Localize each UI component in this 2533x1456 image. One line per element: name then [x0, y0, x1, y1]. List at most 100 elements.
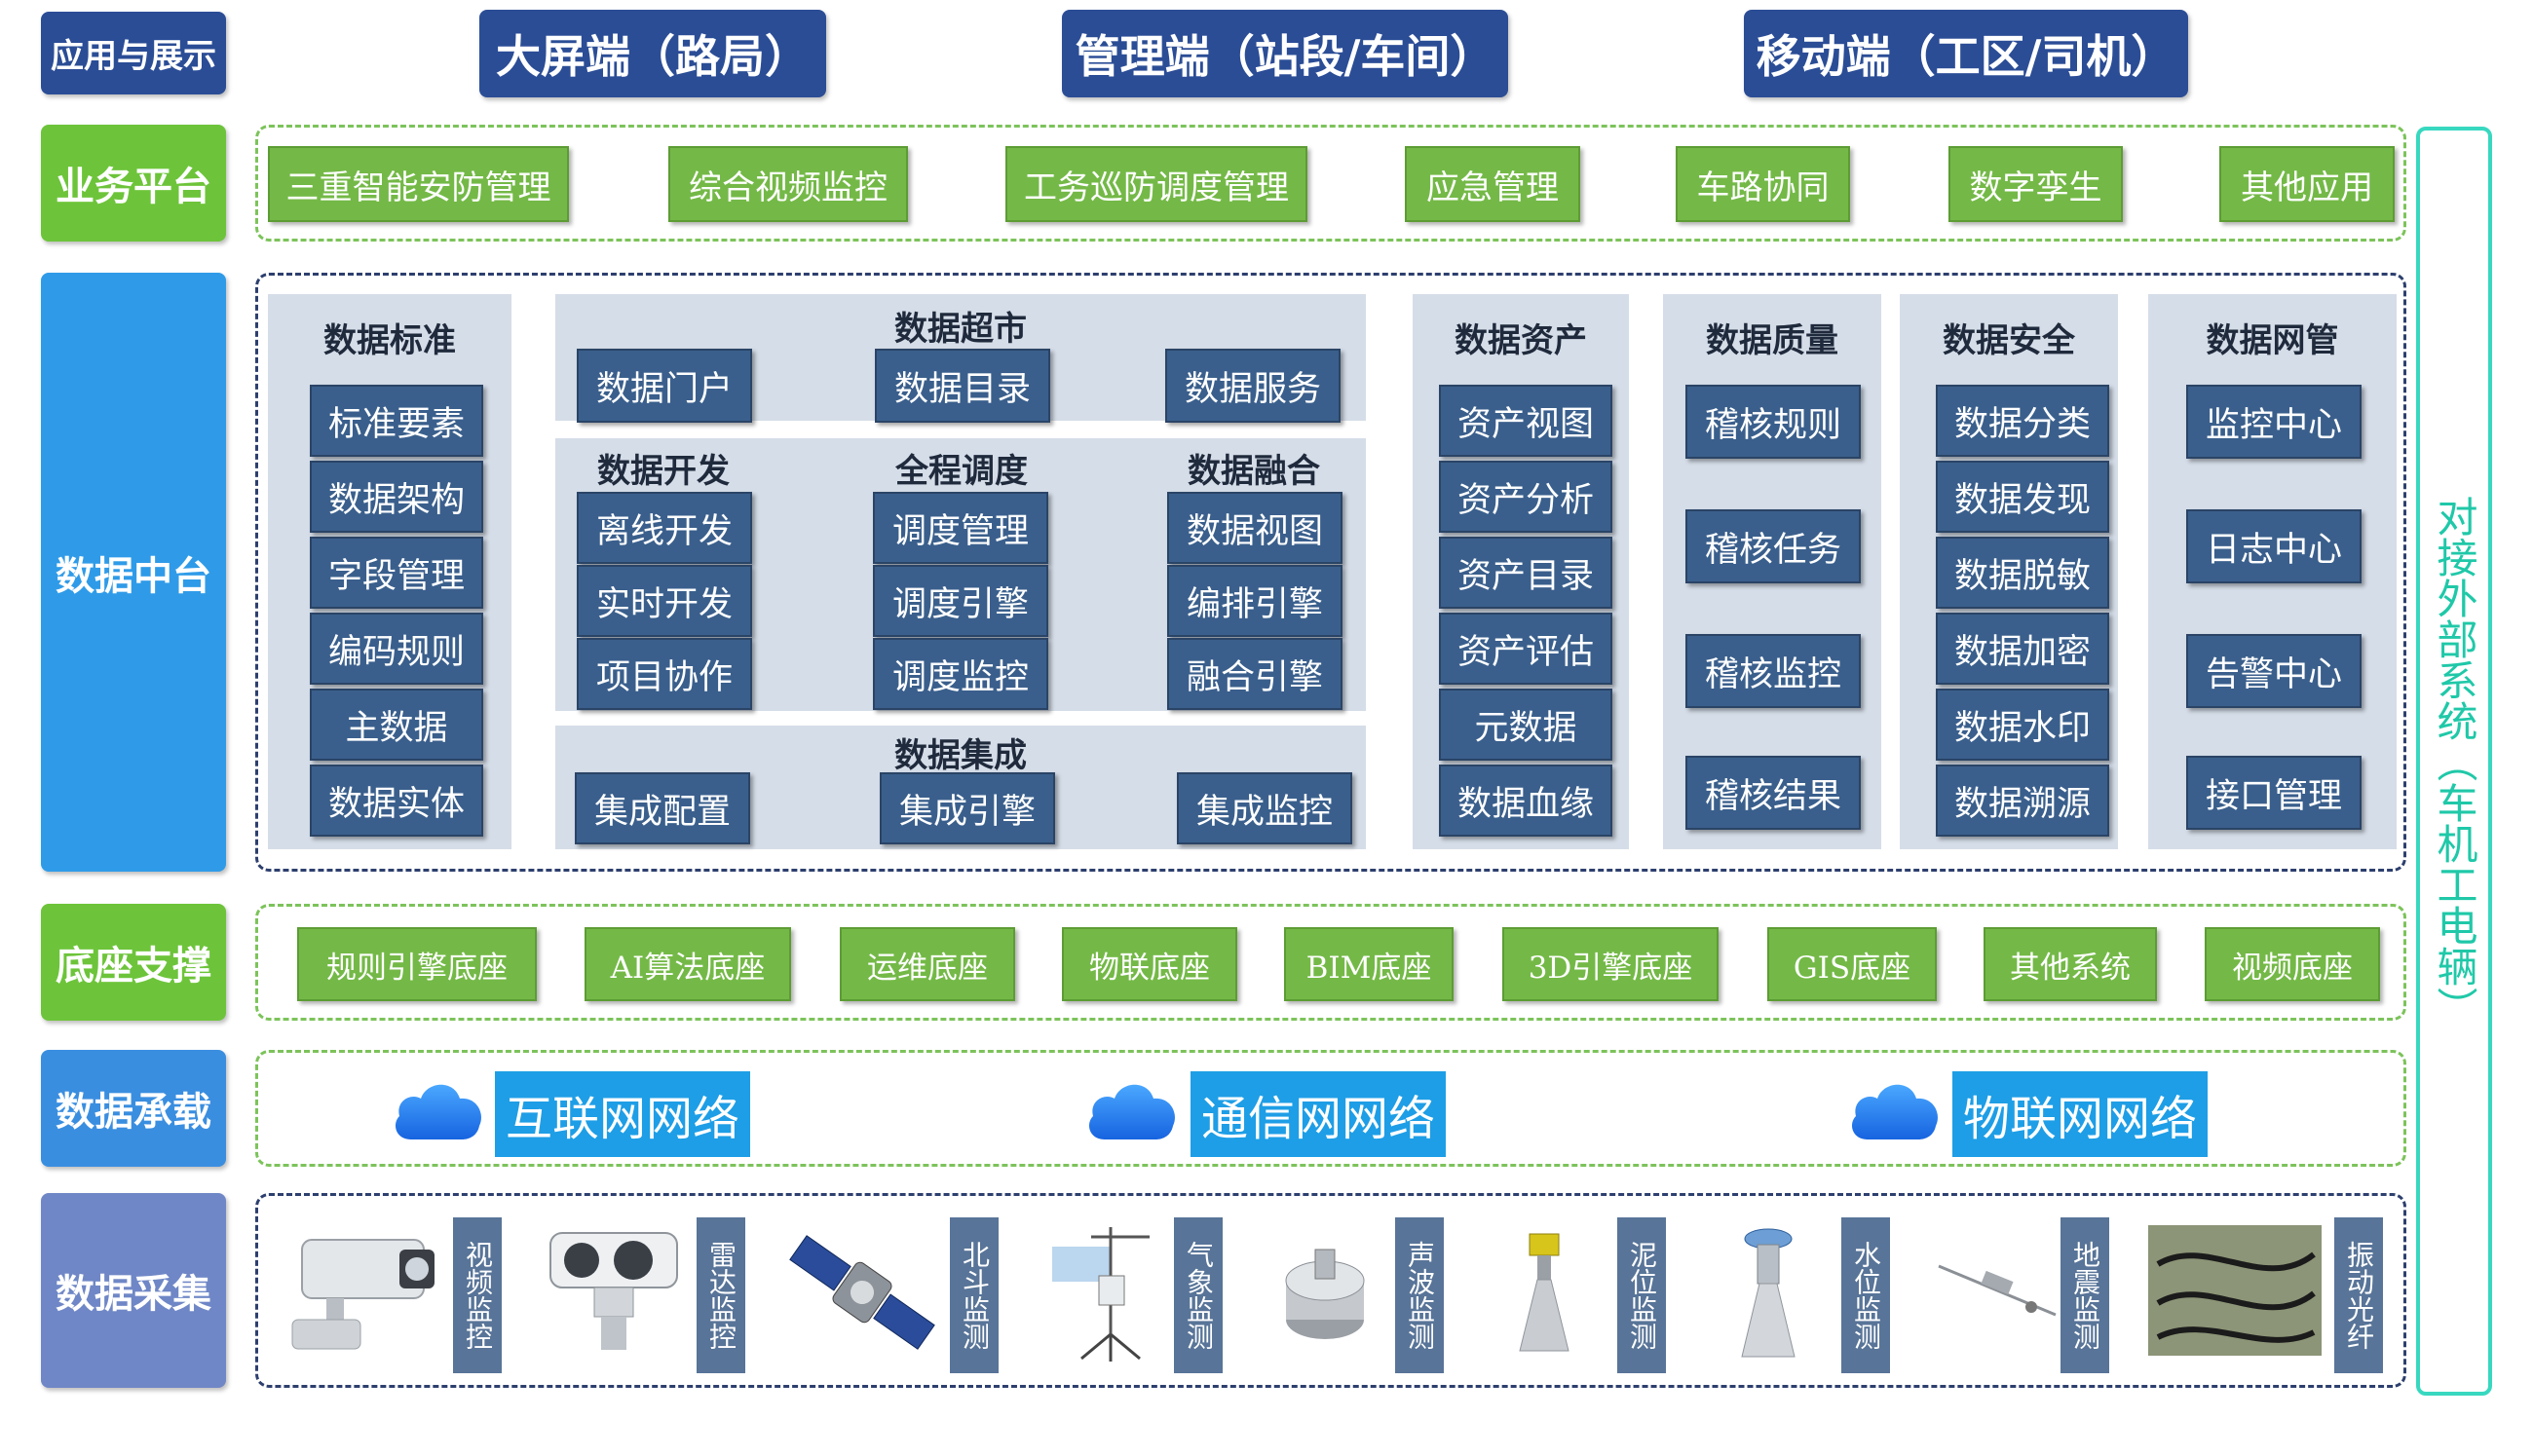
external-systems-bar: 对接外部系统（车机工电辆） [2416, 127, 2492, 1396]
sensor-text: 北斗监测 [958, 1241, 991, 1350]
sensor-label-seismic: 地震监测 [2060, 1217, 2109, 1373]
external-systems-label: 对接外部系统（车机工电辆） [2430, 496, 2478, 1027]
panel-title-integration: 数据集成 [555, 728, 1366, 776]
quality-item[interactable]: 稽核规则 [1685, 385, 1861, 459]
cloud-icon [1846, 1071, 1944, 1145]
schedule-item[interactable]: 调度引擎 [873, 565, 1048, 637]
asset-item[interactable]: 数据血缘 [1439, 765, 1612, 837]
netmgmt-item[interactable]: 告警中心 [2186, 634, 2362, 708]
sensor-label-radar: 雷达监控 [697, 1217, 745, 1373]
asset-item[interactable]: 资产分析 [1439, 461, 1612, 533]
quality-item[interactable]: 稽核监控 [1685, 634, 1861, 708]
standard-item[interactable]: 数据架构 [310, 461, 483, 533]
business-item-video[interactable]: 综合视频监控 [668, 146, 908, 222]
market-item-catalog[interactable]: 数据目录 [875, 349, 1050, 423]
schedule-item[interactable]: 调度监控 [873, 638, 1048, 710]
network-communication: 通信网网络 [1191, 1071, 1446, 1157]
asset-item[interactable]: 资产目录 [1439, 537, 1612, 609]
quality-item[interactable]: 稽核任务 [1685, 509, 1861, 583]
base-item[interactable]: GIS底座 [1767, 927, 1937, 1001]
asset-item[interactable]: 资产视图 [1439, 385, 1612, 457]
security-item[interactable]: 数据发现 [1936, 461, 2109, 533]
panel-title-data-standard: 数据标准 [268, 314, 511, 361]
business-item-vehicle-road[interactable]: 车路协同 [1676, 146, 1850, 222]
panel-title-data-market: 数据超市 [555, 302, 1366, 350]
dev-item[interactable]: 离线开发 [577, 492, 752, 564]
base-item[interactable]: 物联底座 [1062, 927, 1237, 1001]
sensor-text: 视频监控 [461, 1241, 494, 1350]
security-item[interactable]: 数据水印 [1936, 689, 2109, 761]
business-item-other[interactable]: 其他应用 [2219, 146, 2395, 222]
top-title-bigscreen: 大屏端（路局） [479, 10, 826, 97]
panel-title-data-dev: 数据开发 [555, 444, 772, 492]
standard-item[interactable]: 字段管理 [310, 537, 483, 609]
base-item[interactable]: AI算法底座 [585, 927, 791, 1001]
network-iot: 物联网网络 [1952, 1071, 2208, 1157]
cloud-icon [390, 1071, 487, 1145]
netmgmt-item[interactable]: 监控中心 [2186, 385, 2362, 459]
market-item-portal[interactable]: 数据门户 [577, 349, 752, 423]
base-item[interactable]: 其他系统 [1984, 927, 2157, 1001]
layer-carrier: 数据承载 [41, 1050, 226, 1167]
security-item[interactable]: 数据分类 [1936, 385, 2109, 457]
integration-item-monitor[interactable]: 集成监控 [1177, 772, 1352, 844]
schedule-item[interactable]: 调度管理 [873, 492, 1048, 564]
sensor-label-beidou: 北斗监测 [950, 1217, 999, 1373]
layer-data-center: 数据中台 [41, 273, 226, 872]
panel-title-fusion: 数据融合 [1146, 444, 1362, 492]
business-item-emergency[interactable]: 应急管理 [1405, 146, 1580, 222]
mud-level-sensor-icon [1500, 1229, 1588, 1356]
sensor-label-water-level: 水位监测 [1841, 1217, 1890, 1373]
business-item-digital-twin[interactable]: 数字孪生 [1948, 146, 2123, 222]
radar-icon [541, 1219, 687, 1356]
panel-title-quality: 数据质量 [1663, 314, 1881, 361]
standard-item[interactable]: 标准要素 [310, 385, 483, 457]
standard-item[interactable]: 主数据 [310, 689, 483, 761]
standard-item[interactable]: 编码规则 [310, 613, 483, 685]
netmgmt-item[interactable]: 日志中心 [2186, 509, 2362, 583]
base-item[interactable]: 3D引擎底座 [1502, 927, 1719, 1001]
base-item[interactable]: 规则引擎底座 [297, 927, 537, 1001]
layer-collect: 数据采集 [41, 1193, 226, 1388]
panel-title-scheduling: 全程调度 [853, 444, 1070, 492]
netmgmt-item[interactable]: 接口管理 [2186, 756, 2362, 830]
security-item[interactable]: 数据加密 [1936, 613, 2109, 685]
dev-item[interactable]: 项目协作 [577, 638, 752, 710]
seismic-sensor-icon [1934, 1247, 2060, 1334]
base-item[interactable]: BIM底座 [1284, 927, 1454, 1001]
asset-item[interactable]: 资产评估 [1439, 613, 1612, 685]
asset-item[interactable]: 元数据 [1439, 689, 1612, 761]
layer-app: 应用与展示 [41, 12, 226, 94]
dev-item[interactable]: 实时开发 [577, 565, 752, 637]
top-title-mobile: 移动端（工区/司机） [1744, 10, 2188, 97]
sensor-text: 水位监测 [1849, 1241, 1882, 1350]
business-item-patrol[interactable]: 工务巡防调度管理 [1005, 146, 1307, 222]
sensor-label-vibration: 振动光纤 [2334, 1217, 2383, 1373]
top-title-management: 管理端（站段/车间） [1062, 10, 1508, 97]
sensor-label-video: 视频监控 [453, 1217, 502, 1373]
quality-item[interactable]: 稽核结果 [1685, 756, 1861, 830]
sensor-text: 泥位监测 [1625, 1241, 1658, 1350]
layer-business: 业务平台 [41, 125, 226, 242]
fusion-item[interactable]: 数据视图 [1167, 492, 1342, 564]
sensor-text: 地震监测 [2068, 1241, 2101, 1350]
sensor-text: 声波监测 [1403, 1241, 1436, 1350]
integration-item-engine[interactable]: 集成引擎 [880, 772, 1055, 844]
fusion-item[interactable]: 编排引擎 [1167, 565, 1342, 637]
panel-title-assets: 数据资产 [1413, 314, 1629, 361]
panel-title-security: 数据安全 [1900, 314, 2118, 361]
base-item[interactable]: 运维底座 [840, 927, 1015, 1001]
security-item[interactable]: 数据脱敏 [1936, 537, 2109, 609]
vibration-fiber-photo [2148, 1225, 2322, 1356]
integration-item-config[interactable]: 集成配置 [575, 772, 750, 844]
panel-title-netmgmt: 数据网管 [2148, 314, 2397, 361]
network-internet: 互联网网络 [495, 1071, 750, 1157]
base-item[interactable]: 视频底座 [2205, 927, 2380, 1001]
acoustic-sensor-icon [1276, 1242, 1374, 1349]
business-item-security[interactable]: 三重智能安防管理 [268, 146, 569, 222]
market-item-service[interactable]: 数据服务 [1165, 349, 1341, 423]
fusion-item[interactable]: 融合引擎 [1167, 638, 1342, 710]
security-item[interactable]: 数据溯源 [1936, 765, 2109, 837]
sensor-text: 雷达监控 [704, 1241, 737, 1350]
standard-item[interactable]: 数据实体 [310, 765, 483, 837]
